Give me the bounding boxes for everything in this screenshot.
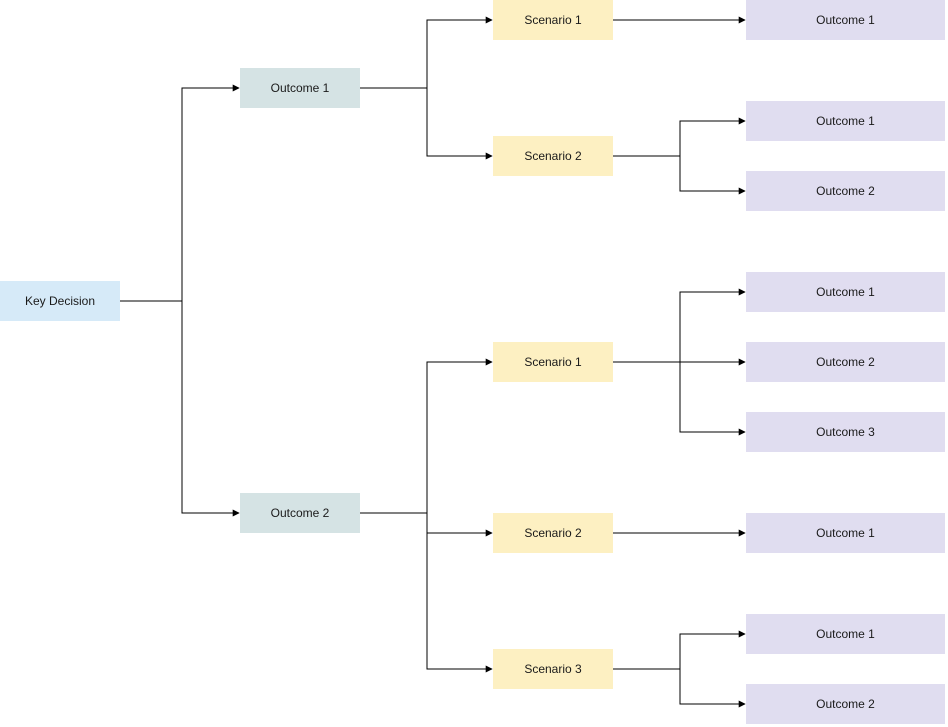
- connector-s23-result2: [613, 668, 746, 708]
- result-node-2-1-1[interactable]: Outcome 1: [746, 272, 945, 312]
- result-node-2-1-3[interactable]: Outcome 3: [746, 412, 945, 452]
- key-decision-node[interactable]: Key Decision: [0, 281, 120, 321]
- result-node-2-3-2[interactable]: Outcome 2: [746, 684, 945, 724]
- result-node-2-2-1[interactable]: Outcome 1: [746, 513, 945, 553]
- outcome-label: Outcome 2: [270, 506, 330, 520]
- result-label: Outcome 2: [816, 184, 875, 198]
- result-label: Outcome 1: [816, 627, 875, 641]
- connector-decision-outcome-1: [120, 84, 240, 302]
- connector-outcome2-scenario3: [360, 512, 493, 673]
- result-node-2-1-2[interactable]: Outcome 2: [746, 342, 945, 382]
- result-node-1-1-1[interactable]: Outcome 1: [746, 0, 945, 40]
- connector-s12-result2: [613, 155, 746, 195]
- result-label: Outcome 1: [816, 285, 875, 299]
- key-decision-label: Key Decision: [24, 294, 96, 308]
- result-label: Outcome 1: [816, 13, 875, 27]
- result-label: Outcome 2: [816, 697, 875, 711]
- connector-s21-result1: [613, 288, 746, 363]
- scenario-node-1-1[interactable]: Scenario 1: [493, 0, 613, 40]
- outcome-node-2[interactable]: Outcome 2: [240, 493, 360, 533]
- outcome-node-1[interactable]: Outcome 1: [240, 68, 360, 108]
- connector-outcome1-scenario1: [360, 16, 493, 89]
- scenario-node-2-3[interactable]: Scenario 3: [493, 649, 613, 689]
- connector-s21-result3: [613, 361, 746, 436]
- result-node-1-2-2[interactable]: Outcome 2: [746, 171, 945, 211]
- scenario-label: Scenario 1: [524, 13, 582, 27]
- scenario-label: Scenario 2: [524, 526, 582, 540]
- connector-s12-result1: [613, 117, 746, 157]
- connector-decision-outcome-2: [120, 300, 240, 517]
- connector-outcome2-scenario1: [360, 358, 493, 514]
- scenario-label: Scenario 1: [524, 355, 582, 369]
- connector-outcome2-scenario2: [360, 512, 493, 537]
- result-label: Outcome 3: [816, 425, 875, 439]
- result-label: Outcome 2: [816, 355, 875, 369]
- result-node-2-3-1[interactable]: Outcome 1: [746, 614, 945, 654]
- result-node-1-2-1[interactable]: Outcome 1: [746, 101, 945, 141]
- scenario-label: Scenario 3: [524, 662, 582, 676]
- scenario-label: Scenario 2: [524, 149, 582, 163]
- outcome-label: Outcome 1: [270, 81, 330, 95]
- scenario-node-1-2[interactable]: Scenario 2: [493, 136, 613, 176]
- connector-outcome1-scenario2: [360, 87, 493, 160]
- result-label: Outcome 1: [816, 114, 875, 128]
- result-label: Outcome 1: [816, 526, 875, 540]
- scenario-node-2-1[interactable]: Scenario 1: [493, 342, 613, 382]
- scenario-node-2-2[interactable]: Scenario 2: [493, 513, 613, 553]
- connector-s23-result1: [613, 630, 746, 670]
